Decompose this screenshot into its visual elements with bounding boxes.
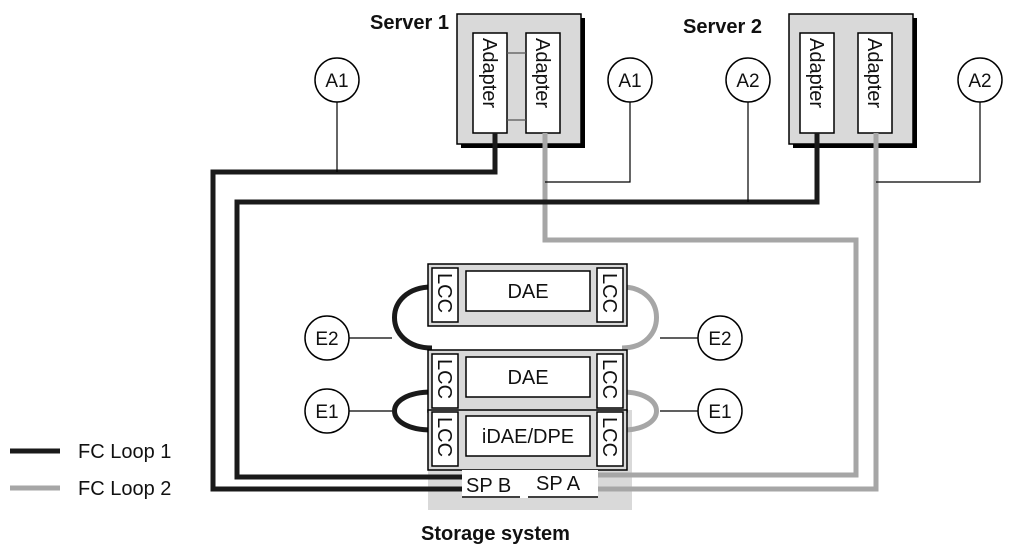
loop-1-dae-link-e1 xyxy=(392,389,433,433)
sp-b-port-label: SP B xyxy=(466,475,511,497)
callout-a1-right-circle xyxy=(607,57,653,103)
dae-mid-lcc-right xyxy=(596,353,624,409)
fc-loop-1-cabling xyxy=(210,133,820,492)
callout-e1-right: E1 xyxy=(697,388,743,434)
dpe-lcc-right xyxy=(596,411,624,467)
dpe-label: iDAE/DPE xyxy=(482,426,574,448)
server-1-adapter-right xyxy=(525,32,561,134)
dae-mid-label: DAE xyxy=(507,367,548,389)
callout-a1-left-label: A1 xyxy=(325,71,348,92)
legend-loop-2-label: FC Loop 2 xyxy=(78,478,171,500)
dae-mid-enclosure: LCC LCC DAE xyxy=(427,349,628,413)
callout-a1-left: A1 xyxy=(314,57,360,103)
callout-e2-left-label: E2 xyxy=(315,329,338,350)
server-1: Server 1 Adapter Adapter xyxy=(370,12,585,148)
sp-port-area xyxy=(462,470,598,498)
callout-e1-left-circle xyxy=(304,388,350,434)
dae-top-lcc-left-label: LCC xyxy=(433,273,455,313)
sp-a-port-label: SP A xyxy=(536,473,581,495)
loop-1-server-1-cable xyxy=(210,133,498,492)
server-1-adapter-left-label: Adapter xyxy=(478,38,500,108)
dpe-label-box xyxy=(465,415,591,457)
server-2-adapter-right-label: Adapter xyxy=(863,38,885,108)
dae-mid-lcc-left-label: LCC xyxy=(433,359,455,399)
callout-a2-left-circle xyxy=(725,57,771,103)
dae-top-enclosure: LCC LCC DAE xyxy=(427,263,628,327)
server-2-title: Server 2 xyxy=(683,16,762,38)
callout-e2-right: E2 xyxy=(697,315,743,361)
dae-top-lcc-right xyxy=(596,267,624,323)
server-2-adapter-right xyxy=(857,32,893,134)
callout-a2-left-label: A2 xyxy=(736,71,759,92)
callout-a1-left-circle xyxy=(314,57,360,103)
server-1-title: Server 1 xyxy=(370,12,449,34)
loop-1-server-2-cable xyxy=(234,133,820,480)
server-1-adapter-left xyxy=(472,32,508,134)
callout-leaders xyxy=(336,102,981,412)
callout-a1-right-label: A1 xyxy=(618,71,641,92)
callout-e2-right-label: E2 xyxy=(708,329,731,350)
callout-a1-right: A1 xyxy=(607,57,653,103)
dae-mid-label-box xyxy=(465,356,591,398)
dae-top-label-box xyxy=(465,270,591,312)
callout-a2-left: A2 xyxy=(725,57,771,103)
dae-mid-lcc-left xyxy=(431,353,459,409)
callout-e1-right-circle xyxy=(697,388,743,434)
loop-2-dae-link-e2 xyxy=(621,284,659,351)
callout-a2-right: A2 xyxy=(957,57,1003,103)
dpe-lcc-right-label: LCC xyxy=(598,417,620,457)
dae-top-label: DAE xyxy=(507,281,548,303)
dpe-lcc-left xyxy=(431,411,459,467)
server-1-adapter-right-label: Adapter xyxy=(531,38,553,108)
loop-1-dae-link-e2 xyxy=(392,284,433,351)
server-2-adapter-left-label: Adapter xyxy=(805,38,827,108)
callout-e2-right-circle xyxy=(697,315,743,361)
dae-mid-lcc-right-label: LCC xyxy=(598,359,620,399)
callout-e2-left-circle xyxy=(304,315,350,361)
server-2: Server 2 Adapter Adapter xyxy=(683,13,917,148)
loop-2-dae-link-e1 xyxy=(621,389,659,433)
dpe-lcc-left-label: LCC xyxy=(433,417,455,457)
callout-e2-left: E2 xyxy=(304,315,350,361)
dpe-enclosure: LCC LCC iDAE/DPE SP B SP A xyxy=(427,409,628,498)
legend-loop-1-label: FC Loop 1 xyxy=(78,441,171,463)
callout-a2-right-circle xyxy=(957,57,1003,103)
legend: FC Loop 1 FC Loop 2 xyxy=(10,441,171,500)
callout-e1-left: E1 xyxy=(304,388,350,434)
callout-e1-left-label: E1 xyxy=(315,402,338,423)
dae-top-lcc-left xyxy=(431,267,459,323)
dae-top-lcc-right-label: LCC xyxy=(598,273,620,313)
loop-2-server-2-cable xyxy=(598,133,879,492)
storage-system-title: Storage system xyxy=(421,523,570,545)
callout-a2-right-label: A2 xyxy=(968,71,991,92)
callout-e1-right-label: E1 xyxy=(708,402,731,423)
